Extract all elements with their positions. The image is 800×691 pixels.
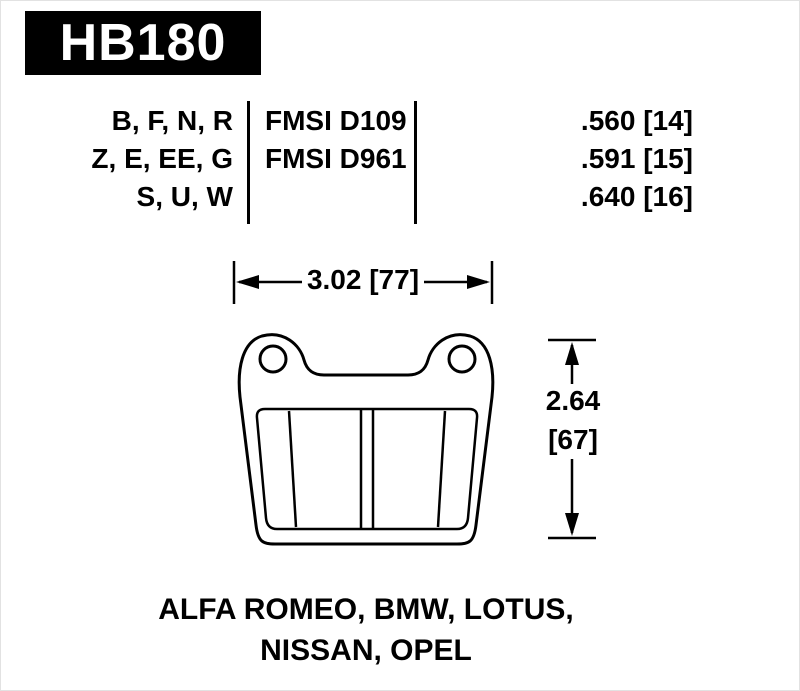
width-arrowhead-left bbox=[236, 275, 259, 289]
applications-line-2: NISSAN, OPEL bbox=[260, 634, 472, 667]
fmsi-number-row-1: FMSI D109 bbox=[265, 105, 407, 136]
table-divider-right bbox=[414, 101, 417, 224]
table-column-compounds: B, F, N, R Z, E, EE, G S, U, W bbox=[61, 102, 233, 216]
mounting-hole-left bbox=[258, 344, 288, 374]
height-arrowhead-down bbox=[565, 513, 579, 536]
fmsi-number-row-3 bbox=[265, 178, 415, 216]
table-divider-left bbox=[247, 101, 250, 224]
friction-material-outline bbox=[255, 407, 479, 531]
mounting-hole-right bbox=[447, 344, 477, 374]
pad-thickness-row-3: .640 [16] bbox=[580, 181, 693, 212]
table-column-fmsi: FMSI D109 FMSI D961 bbox=[265, 102, 415, 216]
height-arrowhead-up bbox=[565, 342, 579, 365]
width-arrowhead-right bbox=[467, 275, 490, 289]
chamfer-line-left bbox=[287, 410, 298, 528]
compound-codes-row-3: S, U, W bbox=[136, 181, 233, 212]
pad-thickness-row-1: .560 [14] bbox=[580, 105, 693, 136]
fmsi-number-row-2: FMSI D961 bbox=[265, 143, 407, 174]
vehicle-applications: ALFA ROMEO, BMW, LOTUS, NISSAN, OPEL bbox=[141, 589, 591, 671]
height-dimension-value: 2.64 bbox=[545, 385, 601, 416]
part-number: HB180 bbox=[59, 14, 227, 72]
table-column-thickness: .560 [14] .591 [15] .640 [16] bbox=[541, 102, 693, 216]
pad-thickness-row-2: .591 [15] bbox=[580, 143, 693, 174]
brake-pad-outline bbox=[237, 333, 495, 546]
part-number-box: HB180 bbox=[25, 11, 261, 75]
applications-line-1: ALFA ROMEO, BMW, LOTUS, bbox=[158, 593, 574, 626]
height-dimension-metric: [67] bbox=[548, 424, 598, 455]
compound-codes-row-2: Z, E, EE, G bbox=[91, 143, 233, 174]
width-dimension-label: 3.02 [77] bbox=[306, 264, 420, 295]
compound-codes-row-1: B, F, N, R bbox=[111, 105, 233, 136]
chamfer-line-right bbox=[436, 410, 447, 528]
